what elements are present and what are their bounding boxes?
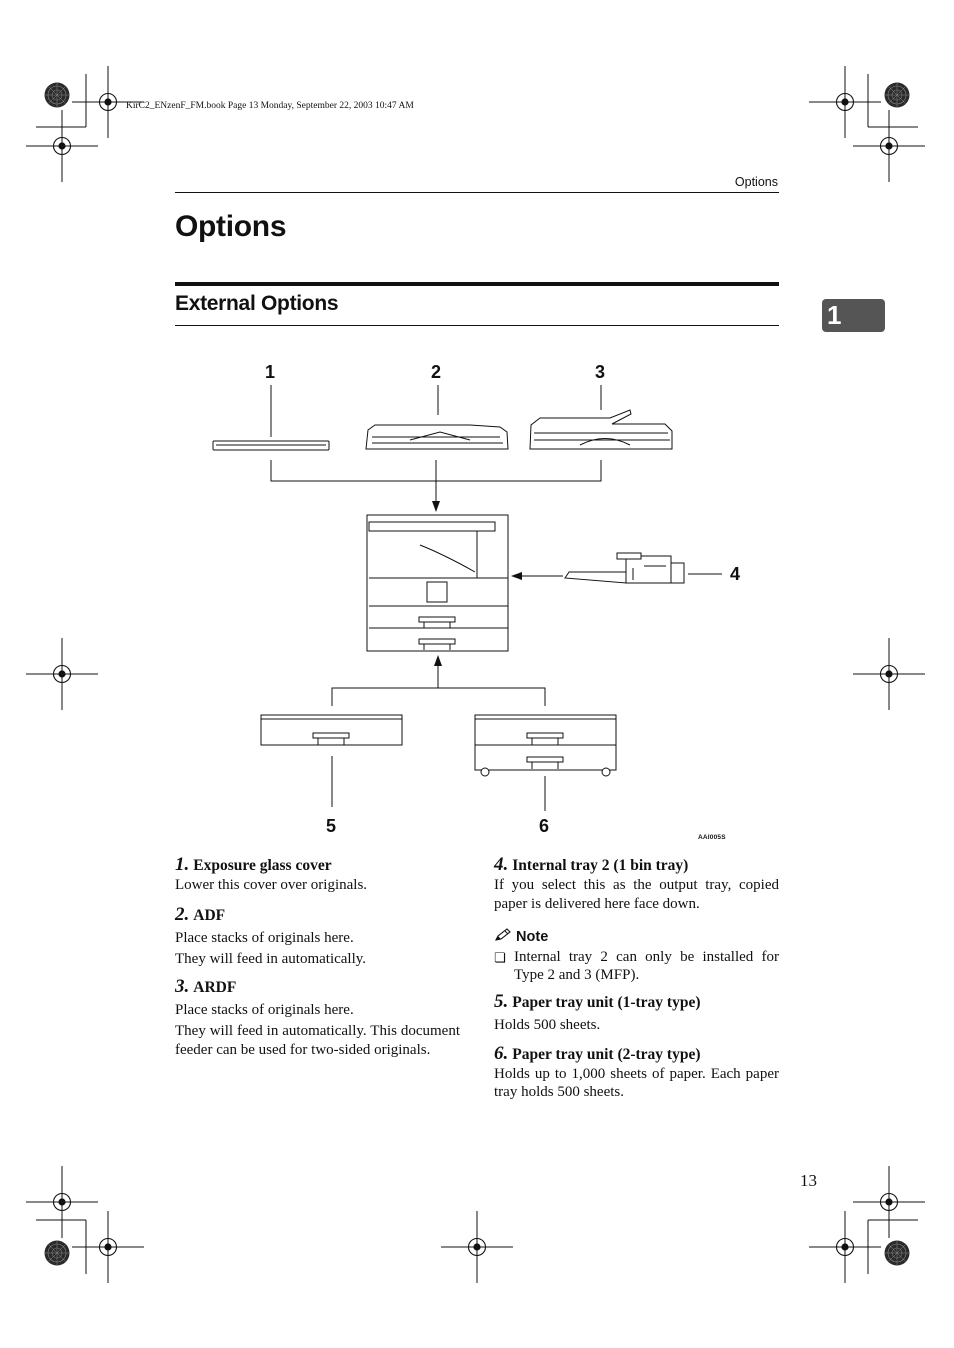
item-text: They will feed in automatically. This do… xyxy=(175,1023,460,1058)
callout-4: 4 xyxy=(730,564,741,584)
section-title: External Options xyxy=(175,292,339,315)
item-heading: 1.Exposure glass cover xyxy=(175,854,332,875)
arrowheads xyxy=(432,501,522,666)
right-column: 4.Internal tray 2 (1 bin tray) If you se… xyxy=(494,855,779,1102)
header-rule xyxy=(175,192,779,193)
paper-tray-1-drawing xyxy=(260,714,403,746)
callout-3: 3 xyxy=(595,362,606,382)
diagram-lines xyxy=(270,385,722,811)
item-5: 5.Paper tray unit (1-tray type) Holds 50… xyxy=(494,992,779,1035)
page-title: Options xyxy=(175,210,287,243)
item-2: 2.ADF Place stacks of originals here. Th… xyxy=(175,903,460,969)
registration-marks xyxy=(25,65,926,1284)
item-3: 3.ARDF Place stacks of originals here. T… xyxy=(175,975,460,1060)
paper-tray-2-drawing xyxy=(474,714,617,777)
left-column: 1.Exposure glass cover Lower this cover … xyxy=(175,855,460,1059)
section-rule-top xyxy=(175,282,779,286)
checkbox-icon: ❏ xyxy=(494,950,506,965)
item-text: They will feed in automatically. xyxy=(175,951,367,967)
item-6: 6.Paper tray unit (2-tray type) Holds up… xyxy=(494,1042,779,1102)
color-rosettes xyxy=(44,82,910,1266)
callout-6: 6 xyxy=(539,816,550,836)
callout-2: 2 xyxy=(431,362,442,382)
callout-5: 5 xyxy=(326,816,337,836)
crop-marks xyxy=(36,74,918,1274)
item-heading: 5.Paper tray unit (1-tray type) xyxy=(494,991,701,1012)
item-text: Place stacks of originals here. xyxy=(175,1001,354,1018)
item-heading: 2.ADF xyxy=(175,903,226,925)
item-text: Place stacks of originals here. xyxy=(175,929,354,946)
item-4: 4.Internal tray 2 (1 bin tray) If you se… xyxy=(494,855,779,913)
pencil-icon xyxy=(495,928,511,941)
adf-drawing xyxy=(365,424,509,450)
exposure-glass-cover-drawing xyxy=(212,440,330,451)
print-header: KirC2_ENzenF_FM.book Page 13 Monday, Sep… xyxy=(126,101,414,111)
item-text: Holds up to 1,000 sheets of paper. Each … xyxy=(494,1065,779,1101)
ardf-drawing xyxy=(529,409,673,450)
running-head: Options xyxy=(734,175,778,189)
item-heading: 6.Paper tray unit (2-tray type) xyxy=(494,1042,701,1064)
chapter-tab xyxy=(822,299,885,332)
note-heading: Note xyxy=(494,927,779,947)
item-heading: 4.Internal tray 2 (1 bin tray) xyxy=(494,854,689,875)
chapter-number: 1 xyxy=(827,300,842,330)
section-rule-bottom xyxy=(175,325,779,326)
item-text: If you select this as the output tray, c… xyxy=(494,877,779,912)
main-machine-drawing xyxy=(366,514,509,652)
item-text: Lower this cover over originals. xyxy=(175,877,368,893)
note-item: ❏ Internal tray 2 can only be installed … xyxy=(494,949,779,983)
item-1: 1.Exposure glass cover Lower this cover … xyxy=(175,855,460,895)
figure-code: AAI005S xyxy=(698,834,726,841)
item-text: Holds 500 sheets. xyxy=(494,1017,601,1033)
internal-tray-drawing xyxy=(564,552,685,584)
callout-1: 1 xyxy=(265,362,276,382)
item-heading: 3.ARDF xyxy=(175,975,237,997)
page-number: 13 xyxy=(800,1171,817,1190)
